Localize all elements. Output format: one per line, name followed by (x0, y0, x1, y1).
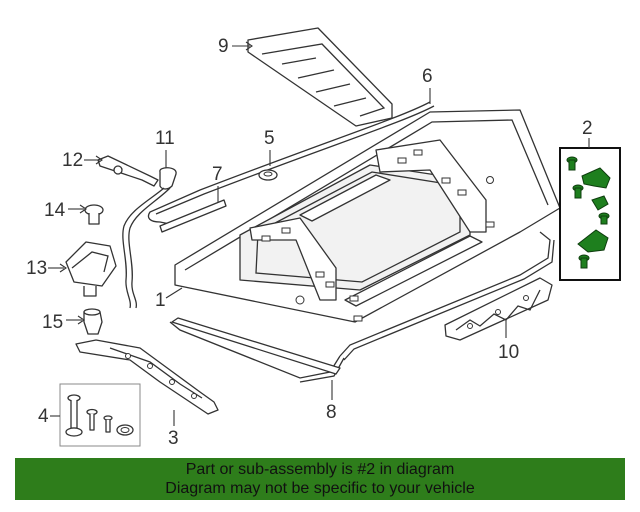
part-7-strip[interactable] (159, 199, 227, 233)
callout-13: 13 (26, 258, 47, 279)
callout-11: 11 (155, 128, 175, 149)
part-10-bracket[interactable] (444, 277, 553, 341)
callout-1: 1 (155, 290, 166, 311)
callout-15: 15 (42, 312, 63, 333)
banner-line-1: Part or sub-assembly is #2 in diagram (185, 461, 455, 478)
callout-12: 12 (62, 150, 83, 171)
part-4-hardware-kit[interactable] (59, 383, 141, 447)
banner-line-2: Diagram may not be specific to your vehi… (165, 480, 475, 497)
part-15-pin[interactable] (83, 308, 103, 335)
info-banner: Part or sub-assembly is #2 in diagram Di… (15, 458, 625, 500)
part-9-shelf[interactable] (247, 27, 393, 127)
callout-10: 10 (498, 342, 519, 363)
part-12-rod[interactable] (97, 155, 159, 187)
part-5-grommet[interactable] (258, 169, 278, 181)
callout-7: 7 (212, 164, 223, 185)
callout-5: 5 (264, 128, 275, 149)
callout-14: 14 (44, 200, 66, 221)
leader-1 (165, 287, 183, 299)
part-14-clip[interactable] (84, 204, 104, 225)
front-seal-strip (171, 317, 341, 375)
callout-3: 3 (168, 428, 179, 449)
callout-4: 4 (38, 406, 49, 427)
part-3-hinge[interactable] (75, 339, 219, 415)
callout-2: 2 (582, 118, 593, 139)
callout-8: 8 (326, 402, 337, 423)
part-2-assembly[interactable] (559, 147, 621, 281)
callout-9: 9 (218, 36, 229, 57)
part-13-block[interactable] (65, 241, 117, 297)
part-11-hose[interactable] (122, 167, 177, 309)
part-1-hood[interactable] (174, 109, 561, 323)
callout-6: 6 (422, 66, 433, 87)
